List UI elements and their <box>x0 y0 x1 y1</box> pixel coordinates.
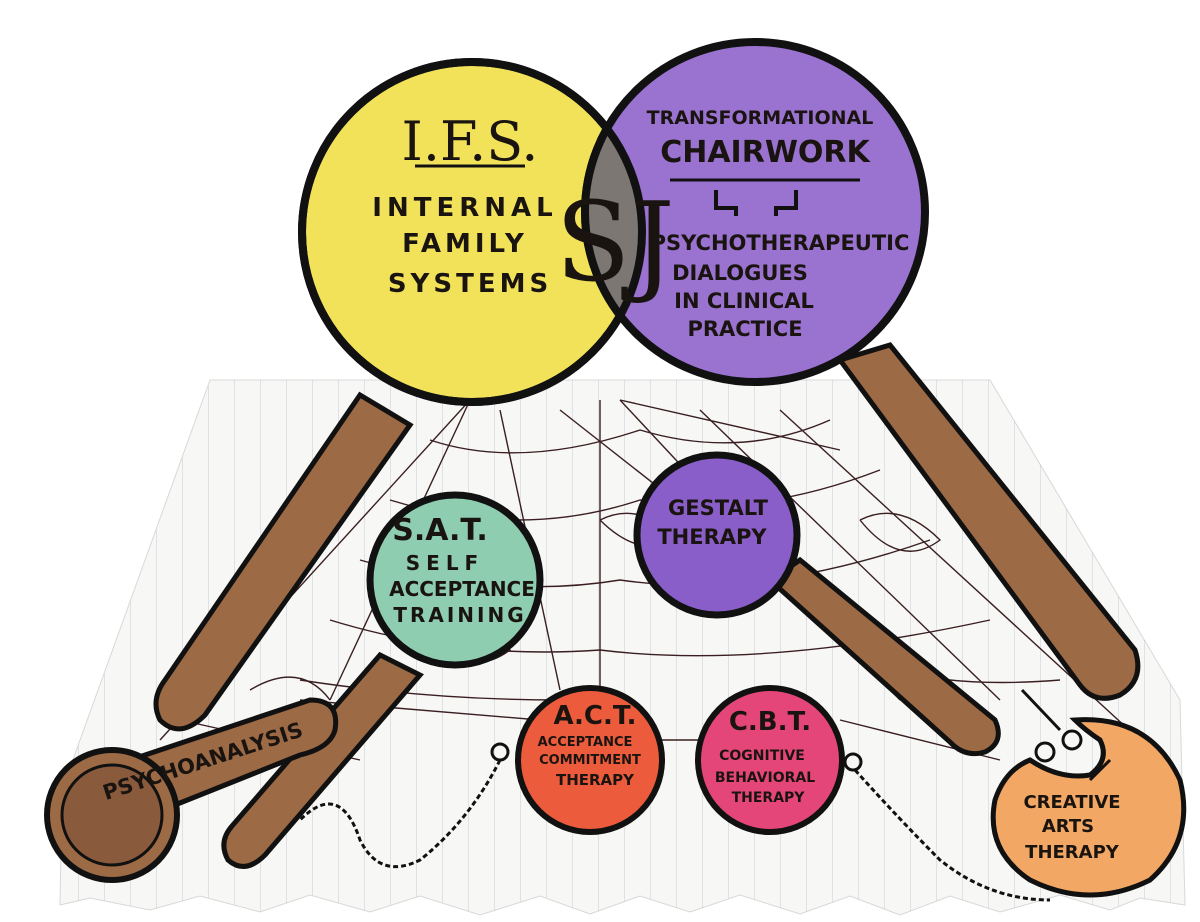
creative-line3: THERAPY <box>1025 842 1120 863</box>
handle-sat <box>221 651 424 869</box>
chairwork-sub1: PSYCHOTHERAPEUTIC <box>651 231 910 255</box>
creative-line1: CREATIVE <box>1023 792 1120 813</box>
psychoanalysis-magnifier <box>44 697 339 883</box>
handle-gestalt <box>765 556 1001 757</box>
cbt-line2: BEHAVIORAL <box>715 770 815 786</box>
creative-line2: ARTS <box>1042 816 1094 837</box>
chairwork-sub3: IN CLINICAL <box>674 289 814 313</box>
sat-line1: SELF <box>406 551 484 575</box>
chairwork-sub2: DIALOGUES <box>672 261 808 285</box>
palette <box>990 688 1187 898</box>
overlap-lens <box>581 62 642 386</box>
sat-line3: TRAINING <box>393 603 526 627</box>
ifs-abbr: I.F.S. <box>402 110 539 173</box>
act-line1: ACCEPTANCE <box>538 735 633 750</box>
cbt-line1: COGNITIVE <box>719 748 805 764</box>
act-line2: COMMITMENT <box>539 753 641 768</box>
chain-left <box>298 742 510 869</box>
ifs-line2: FAMILY <box>402 229 528 259</box>
gestalt-circle <box>633 451 801 619</box>
act-line3: THERAPY <box>556 771 635 789</box>
chairwork-line1: TRANSFORMATIONAL <box>647 107 874 129</box>
gestalt-line1: GESTALT <box>668 496 769 520</box>
paint-hole-icon <box>1034 741 1056 763</box>
sat-line2: ACCEPTANCE <box>389 577 535 601</box>
sat-abbr: S.A.T. <box>392 513 487 548</box>
cbt-circle <box>695 685 845 835</box>
chairwork-sub4: PRACTICE <box>687 317 802 341</box>
chain-right <box>843 752 1051 902</box>
act-abbr: A.C.T. <box>553 701 636 731</box>
act-circle <box>515 685 665 835</box>
handle-ifs <box>153 391 414 732</box>
sat-circle <box>366 491 544 669</box>
paint-hole-icon <box>1061 729 1083 751</box>
chairwork-line2: CHAIRWORK <box>660 135 871 170</box>
handle-chairwork <box>835 342 1141 701</box>
ifs-line1: INTERNAL <box>372 193 557 223</box>
ifs-line3: SYSTEMS <box>388 269 552 299</box>
cbt-line3: THERAPY <box>732 790 806 806</box>
overlap-logo: SJ <box>555 178 674 306</box>
cbt-abbr: C.B.T. <box>729 707 811 737</box>
gestalt-line2: THERAPY <box>657 525 767 549</box>
brush-icon <box>1020 688 1062 732</box>
chair-icon <box>714 190 798 216</box>
